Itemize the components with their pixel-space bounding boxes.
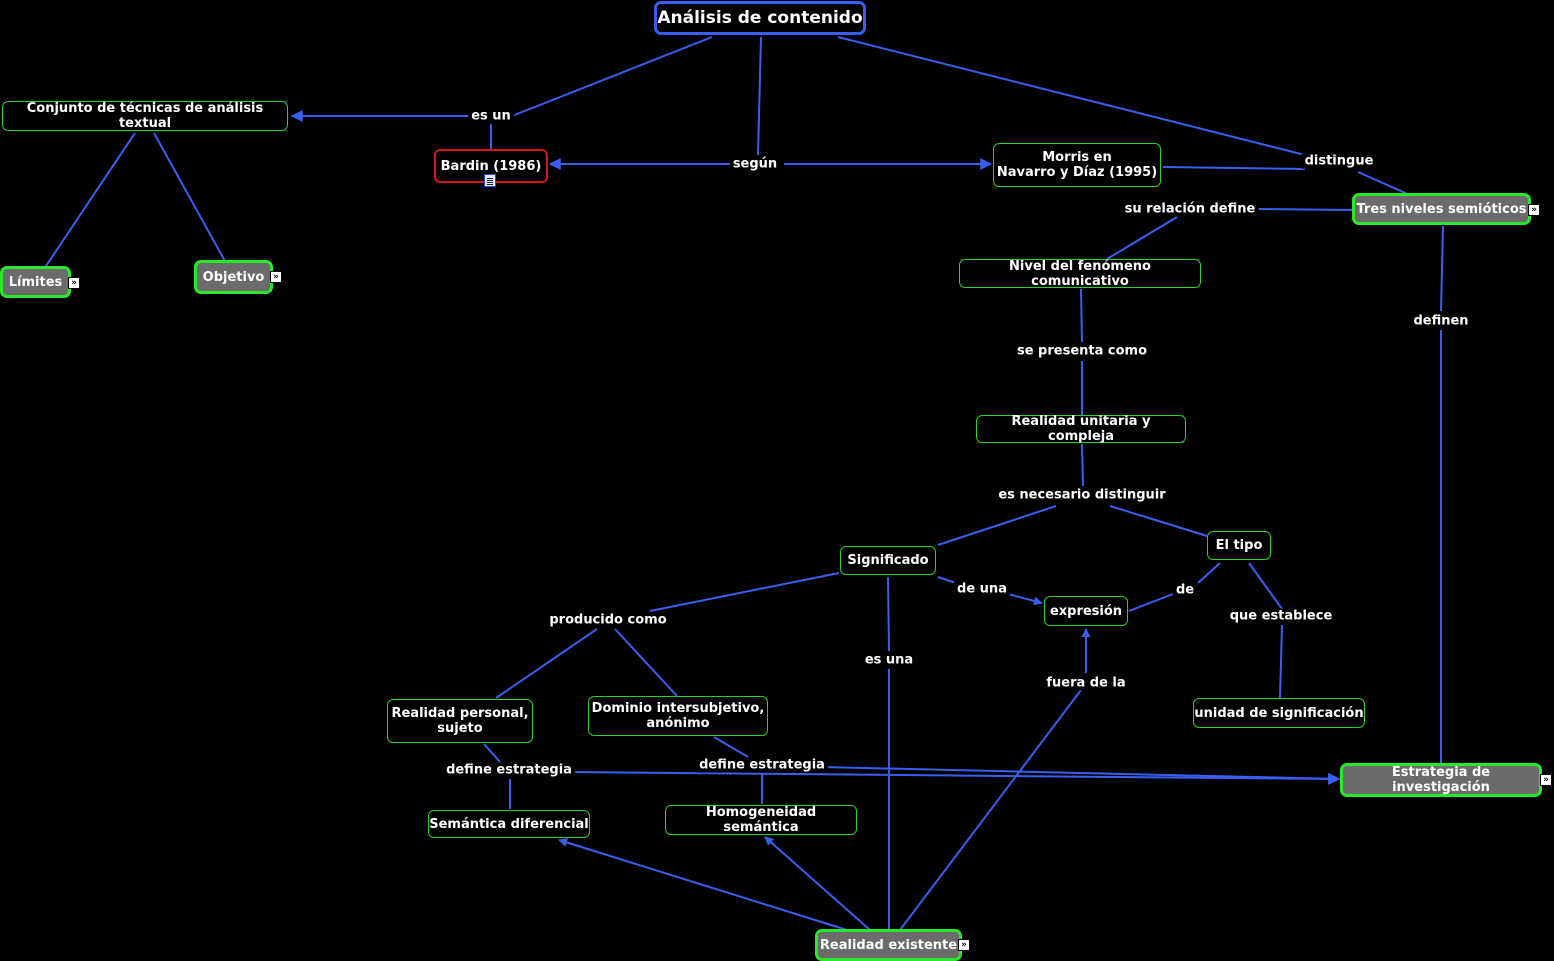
expand-icon-realidad-existente[interactable]: » — [958, 939, 970, 951]
link-su-relacion-define[interactable]: su relación define — [1121, 201, 1259, 217]
expand-icon-limites[interactable]: » — [68, 277, 80, 289]
node-homogeneidad-semantica[interactable]: Homogeneidad semántica — [665, 805, 857, 835]
link-segun[interactable]: según — [729, 156, 781, 172]
node-conjunto-tecnicas[interactable]: Conjunto de técnicas de análisis textual — [2, 101, 288, 131]
node-realidad-unitaria[interactable]: Realidad unitaria y compleja — [976, 414, 1186, 444]
document-icon[interactable] — [484, 174, 496, 187]
node-morris[interactable]: Morris en Navarro y Díaz (1995) — [993, 143, 1161, 187]
node-expresion[interactable]: expresión — [1044, 596, 1128, 626]
node-realidad-existente[interactable]: Realidad existente — [815, 929, 962, 961]
link-es-necesario-distinguir[interactable]: es necesario distinguir — [995, 487, 1169, 503]
link-es-un[interactable]: es un — [468, 108, 514, 124]
node-semantica-diferencial[interactable]: Semántica diferencial — [428, 810, 590, 838]
node-dominio-intersubjetivo[interactable]: Dominio intersubjetivo, anónimo — [588, 696, 768, 736]
node-realidad-personal[interactable]: Realidad personal, sujeto — [387, 699, 533, 743]
node-el-tipo[interactable]: El tipo — [1207, 531, 1271, 560]
link-define-estrategia-2[interactable]: define estrategia — [696, 757, 828, 773]
node-nivel-fenomeno[interactable]: Nivel del fenómeno comunicativo — [959, 259, 1201, 289]
link-definen[interactable]: definen — [1410, 313, 1472, 329]
link-que-establece[interactable]: que establece — [1226, 608, 1336, 624]
expand-icon-tres-niveles[interactable]: » — [1528, 204, 1540, 216]
node-objetivo[interactable]: Objetivo — [194, 260, 273, 294]
link-se-presenta-como[interactable]: se presenta como — [1013, 343, 1151, 359]
node-significado[interactable]: Significado — [840, 546, 936, 575]
link-fuera-de-la[interactable]: fuera de la — [1043, 675, 1129, 691]
link-de[interactable]: de — [1172, 582, 1198, 598]
link-es-una[interactable]: es una — [861, 652, 917, 668]
node-unidad-significacion[interactable]: unidad de significación — [1193, 698, 1365, 728]
root-node-analisis[interactable]: Análisis de contenido — [654, 1, 866, 35]
expand-icon-objetivo[interactable]: » — [270, 271, 282, 283]
expand-icon-estrategia[interactable]: » — [1540, 774, 1552, 786]
node-tres-niveles[interactable]: Tres niveles semióticos — [1352, 193, 1531, 225]
node-limites[interactable]: Límites — [0, 266, 71, 298]
link-define-estrategia-1[interactable]: define estrategia — [443, 762, 575, 778]
link-distingue[interactable]: distingue — [1301, 153, 1377, 169]
node-estrategia-investigacion[interactable]: Estrategia de investigación — [1340, 763, 1542, 797]
link-producido-como[interactable]: producido como — [546, 612, 670, 628]
link-de-una[interactable]: de una — [954, 581, 1010, 597]
